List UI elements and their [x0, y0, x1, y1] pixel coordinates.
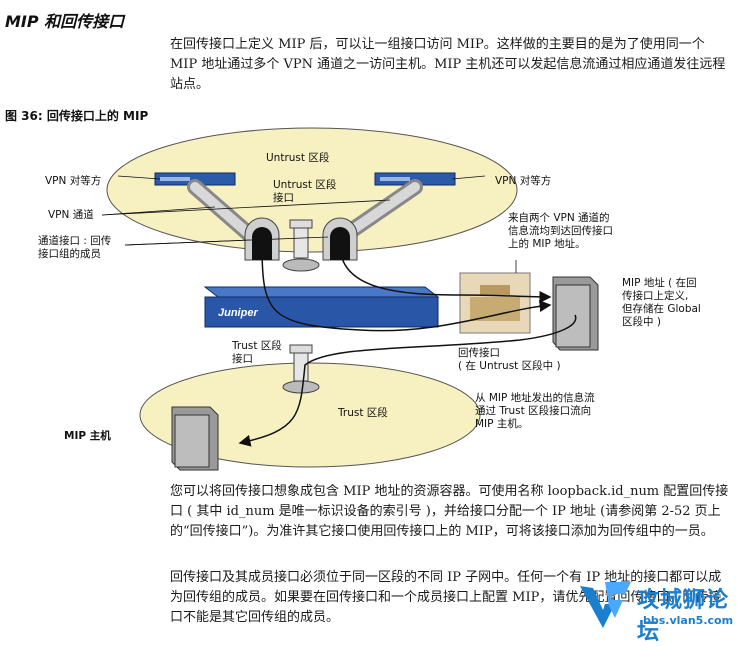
tunnel-interface-right [322, 217, 358, 261]
flow-line-left-tunnel [261, 244, 552, 332]
paragraph-3: 回传接口及其成员接口必须位于同一区段的不同 IP 子网中。任何一个有 IP 地址… [170, 570, 722, 625]
figure-title: 图 36: 回传接口上的 MIP [5, 109, 149, 123]
vlan5-logo-icon [580, 582, 631, 628]
trust-zone-ellipse [139, 362, 481, 468]
flow-line-to-mip-host [238, 314, 577, 447]
mip-traffic-note-label: 从 MIP 地址发出的信息流 通过 Trust 区段接口流向 MIP 主机。 [475, 392, 595, 430]
mip-address-server [552, 276, 599, 351]
section-heading: MIP 和回传接口 [5, 12, 125, 31]
device-brand-label: Juniper [218, 307, 258, 319]
tunnel-interface-label: 通道接口 : 回传 接口组的成员 [38, 235, 112, 260]
untrust-zone-label: Untrust 区段 [266, 152, 330, 164]
untrust-interface-tower [282, 219, 320, 272]
site-watermark: 攻城狮论坛 bbs.vlan5.com [575, 576, 750, 645]
vpn-peer-right-label: VPN 对等方 [495, 175, 552, 187]
juniper-security-device: Juniper [203, 286, 440, 328]
loopback-interface-box [459, 272, 531, 334]
untrust-zone-interface-label: Untrust 区段 接口 [273, 179, 337, 204]
paragraph-2: 您可以将回传接口想象成包含 MIP 地址的资源容器。可使用名称 loopback… [170, 484, 729, 539]
trust-zone-label: Trust 区段 [338, 407, 388, 419]
untrust-zone-ellipse [106, 127, 518, 253]
vpn-peer-left-label: VPN 对等方 [45, 175, 102, 187]
flow-line-right-tunnel [339, 244, 552, 303]
trust-zone-interface-label: Trust 区段 接口 [232, 340, 282, 365]
mip-address-label: MIP 地址 ( 在回 传接口上定义, 但存储在 Global 区段中 ) [622, 277, 701, 328]
loopback-interface-label: 回传接口 ( 在 Untrust 区段中 ) [458, 347, 561, 372]
vpn-tunnel-label: VPN 通道 [48, 209, 94, 221]
tunnel-interface-left [244, 217, 280, 261]
loopback-mip-diagram: Juniper [101, 127, 599, 471]
mip-host-label: MIP 主机 [64, 430, 111, 442]
watermark-url: bbs.vlan5.com [643, 614, 734, 627]
intro-paragraph: 在回传接口上定义 MIP 后，可以让一组接口访问 MIP。这样做的主要目的是为了… [170, 37, 726, 92]
traffic-note-label: 来自两个 VPN 通道的 信息流均到达回传接口 上的 MIP 地址。 [508, 212, 613, 250]
mip-host-server [171, 406, 219, 471]
